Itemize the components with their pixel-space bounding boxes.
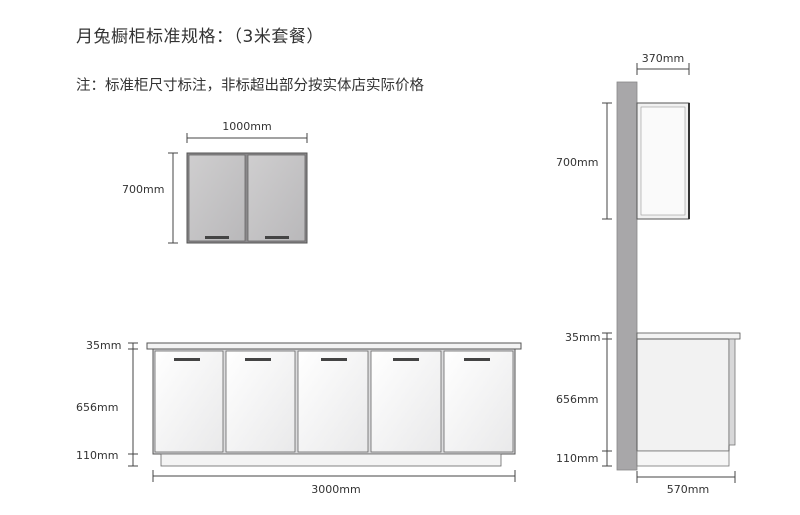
base-door-5 [443, 350, 514, 453]
base-handle-2 [245, 358, 271, 361]
page-title: 月兔橱柜标准规格：（3米套餐） [76, 27, 324, 47]
base-door-3 [297, 350, 369, 453]
dimension-wall-height [168, 152, 178, 244]
wall-cabinet-handle-left [205, 236, 229, 239]
dimension-upper-depth [636, 63, 690, 75]
side-top-label: 35mm [565, 331, 600, 344]
base-body-label: 656mm [76, 401, 118, 414]
upper-cabinet-inner [640, 106, 686, 216]
wall [616, 81, 638, 471]
base-door-1 [154, 350, 224, 453]
base-cabinet-front [146, 342, 522, 467]
countertop [146, 342, 522, 350]
side-view [616, 81, 741, 471]
base-top-label: 35mm [86, 339, 121, 352]
side-body-label: 656mm [556, 393, 598, 406]
base-door-2 [225, 350, 296, 453]
base-width-label: 3000mm [311, 483, 360, 496]
wall-cabinet-door-left [188, 154, 246, 242]
wall-cabinet-handle-right [265, 236, 289, 239]
note-text: 注：标准柜尺寸标注，非标超出部分按实体店实际价格 [76, 78, 424, 94]
wall-height-label: 700mm [122, 183, 164, 196]
side-plinth-label: 110mm [556, 452, 598, 465]
wall-width-label: 1000mm [222, 120, 271, 133]
wall-cabinet-front [186, 152, 308, 244]
upper-depth-label: 370mm [642, 52, 684, 65]
side-plinth [636, 450, 730, 467]
dimension-upper-height [602, 102, 612, 220]
base-door-4 [370, 350, 442, 453]
dimension-side-heights [602, 332, 612, 467]
base-handle-4 [393, 358, 419, 361]
dimension-base-heights [128, 342, 138, 467]
wall-cabinet-door-right [247, 154, 306, 242]
lower-cabinet-door-edge [728, 338, 736, 446]
plinth [160, 453, 502, 467]
side-countertop [636, 332, 741, 340]
base-handle-1 [174, 358, 200, 361]
base-handle-5 [464, 358, 490, 361]
upper-height-label: 700mm [556, 156, 598, 169]
base-plinth-label: 110mm [76, 449, 118, 462]
base-handle-3 [321, 358, 347, 361]
dimension-base-depth [636, 471, 736, 483]
dimension-base-width [152, 470, 516, 482]
dimension-wall-width [186, 133, 308, 143]
lower-cabinet-side [636, 338, 730, 452]
base-depth-label: 570mm [667, 483, 709, 496]
